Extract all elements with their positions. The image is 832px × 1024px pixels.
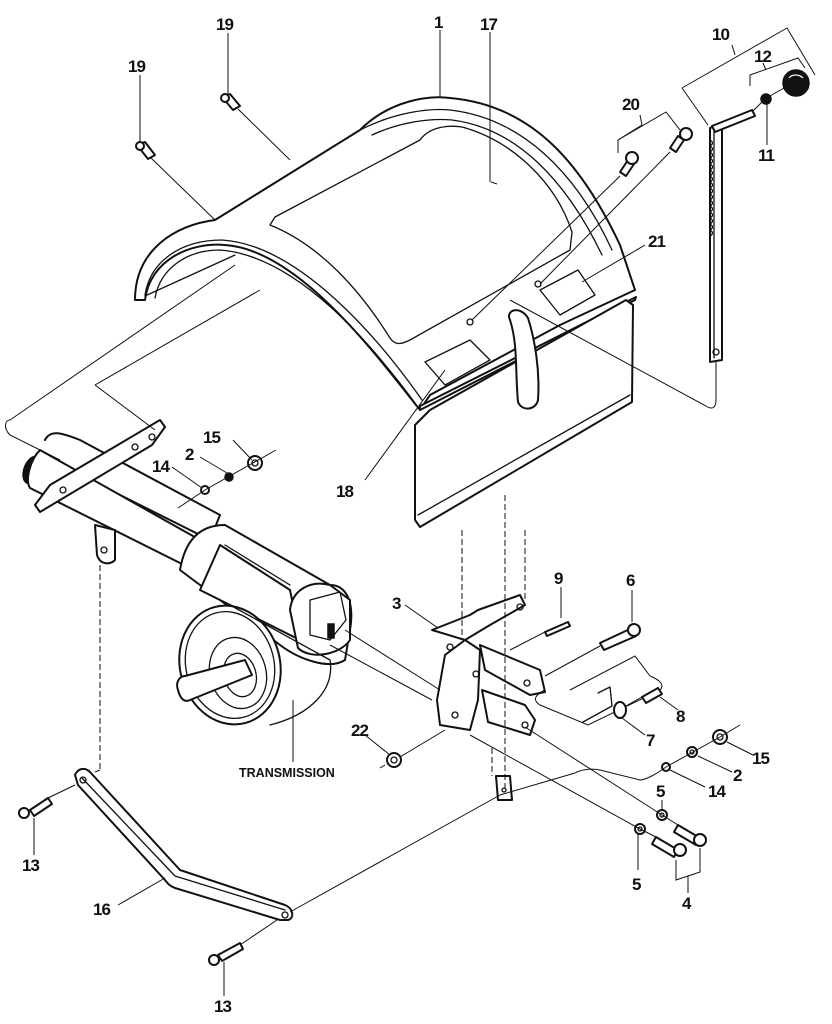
callout-4: 4 bbox=[682, 894, 692, 913]
hex-nut-22 bbox=[386, 752, 402, 768]
callout-15-right: 15 bbox=[752, 749, 769, 768]
callout-11: 11 bbox=[758, 146, 775, 165]
callout-14-right: 14 bbox=[708, 782, 726, 801]
roll-pin bbox=[544, 621, 571, 637]
callout-19-top: 19 bbox=[216, 15, 233, 34]
tine-hood bbox=[134, 96, 637, 528]
clevis-pin bbox=[641, 687, 663, 704]
hex-bolt-13-lower bbox=[208, 942, 244, 966]
callout-17: 17 bbox=[480, 15, 497, 34]
callout-12: 12 bbox=[754, 47, 771, 66]
depth-stake bbox=[709, 109, 756, 363]
axle-tab bbox=[94, 524, 116, 565]
callout-16: 16 bbox=[93, 900, 110, 919]
shoulder-bolt-left bbox=[619, 151, 639, 177]
callout-18: 18 bbox=[336, 482, 353, 501]
callout-7: 7 bbox=[646, 731, 655, 750]
callout-5-upper: 5 bbox=[656, 782, 665, 801]
support-brace bbox=[74, 767, 294, 921]
depth-stake-bracket bbox=[431, 594, 546, 736]
callout-13-lower: 13 bbox=[214, 997, 231, 1016]
callout-15-left: 15 bbox=[203, 428, 220, 447]
hex-bolt-6 bbox=[599, 623, 641, 651]
shoulder-bolt-right bbox=[669, 127, 693, 153]
transmission-housing bbox=[176, 524, 353, 726]
callout-14-left: 14 bbox=[152, 457, 170, 476]
callout-20: 20 bbox=[622, 95, 639, 114]
hairpin-clip bbox=[582, 686, 627, 723]
callout-1: 1 bbox=[434, 13, 443, 32]
mounting-plate bbox=[34, 419, 166, 513]
hood-bolt-top bbox=[220, 93, 241, 111]
callout-10: 10 bbox=[712, 25, 729, 44]
bolt-4-upper bbox=[673, 824, 707, 847]
callout-21: 21 bbox=[648, 232, 665, 251]
spring bbox=[760, 93, 772, 105]
callout-3: 3 bbox=[392, 594, 401, 613]
bolt-4-lower bbox=[651, 836, 687, 858]
callout-6: 6 bbox=[626, 571, 635, 590]
callout-8: 8 bbox=[676, 707, 685, 726]
callout-22: 22 bbox=[351, 721, 368, 740]
callout-2-right: 2 bbox=[733, 766, 742, 785]
knob bbox=[782, 69, 810, 97]
transmission-label: TRANSMISSION bbox=[239, 766, 335, 780]
washer-5-lower bbox=[634, 823, 646, 835]
hex-bolt-13-upper bbox=[18, 797, 53, 819]
callout-5-lower: 5 bbox=[632, 875, 641, 894]
callout-19-left: 19 bbox=[128, 57, 145, 76]
callout-2-left: 2 bbox=[185, 445, 194, 464]
hood-bolt-left bbox=[135, 141, 156, 160]
callout-9: 9 bbox=[554, 569, 563, 588]
callout-13-upper: 13 bbox=[22, 856, 39, 875]
